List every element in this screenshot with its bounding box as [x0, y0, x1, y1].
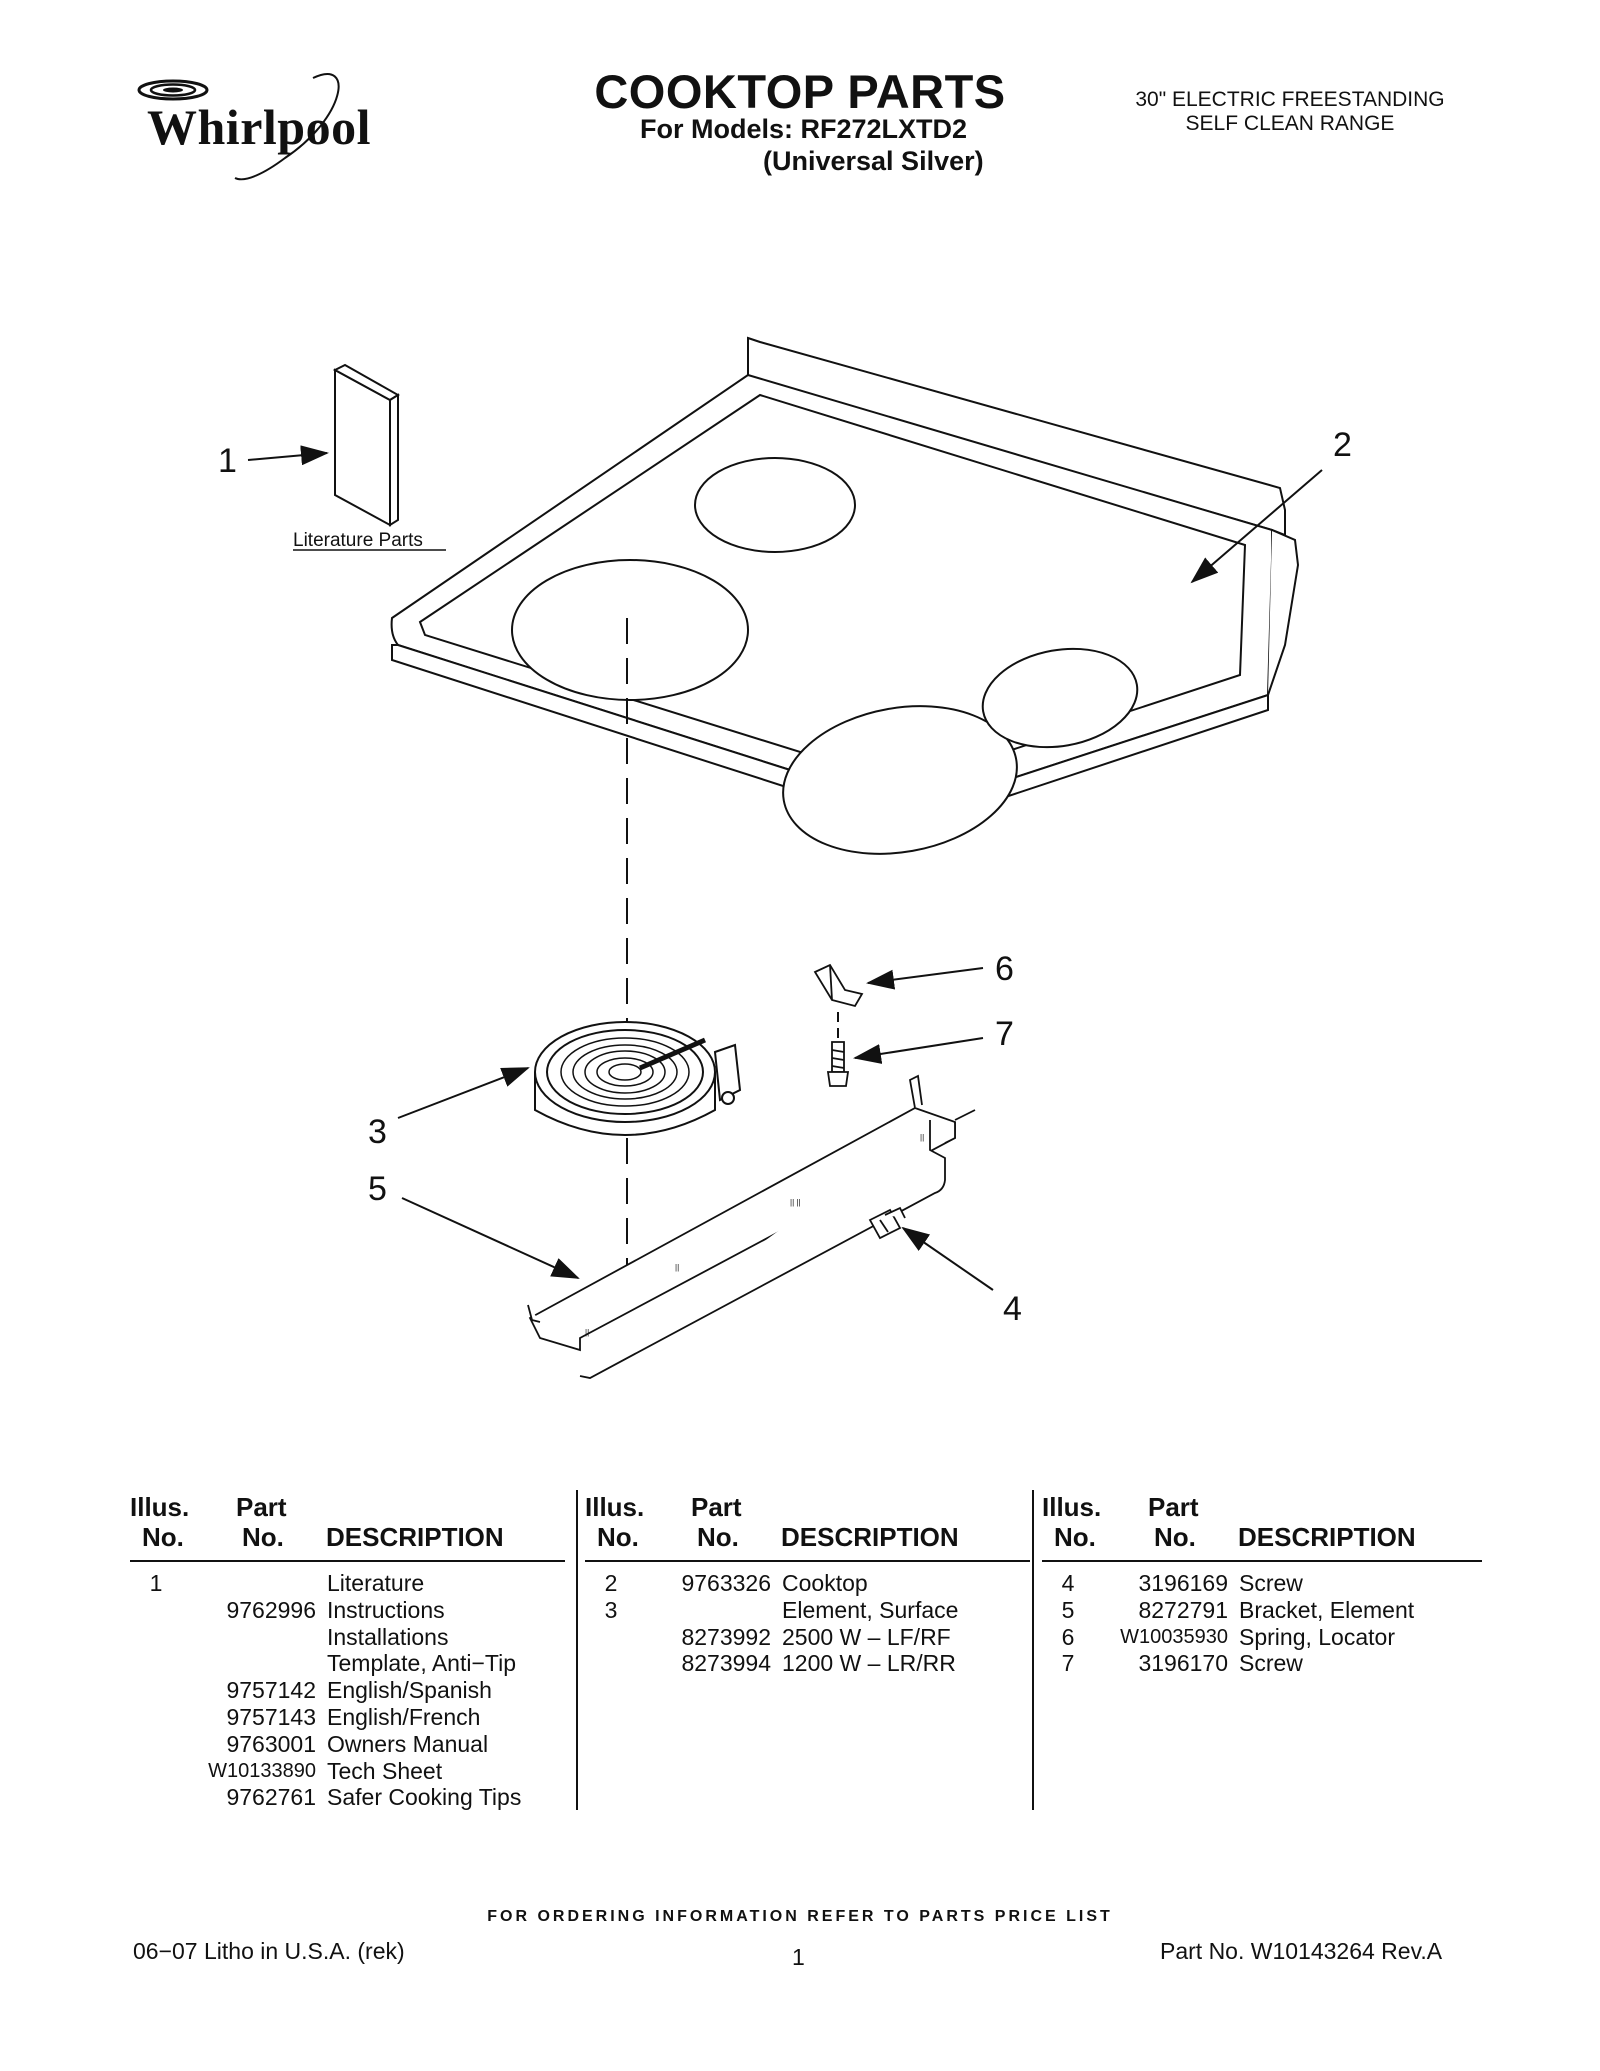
screw-7: [826, 1041, 850, 1087]
column-divider: [1032, 1490, 1034, 1810]
burner-right-front: [782, 705, 1018, 855]
callout-7: 7: [995, 1015, 1014, 1053]
locator-spring: [813, 963, 864, 1008]
svg-text:|| ||: || ||: [790, 1198, 801, 1207]
table-header: Illus. No. Part No. DESCRIPTION: [1042, 1490, 1482, 1562]
column-divider: [576, 1490, 578, 1810]
callout-3: 3: [368, 1113, 387, 1151]
burner-left-rear: [694, 457, 856, 553]
header-description: DESCRIPTION: [1238, 1522, 1416, 1552]
table-row: Template, Anti−Tip: [327, 1650, 516, 1677]
page-title: COOKTOP PARTS: [594, 65, 1006, 118]
literature-booklet: [332, 363, 400, 527]
header-part-no: No.: [242, 1522, 284, 1552]
element-bracket: || || || || ||: [527, 1074, 976, 1379]
table-header: Illus. No. Part No. DESCRIPTION: [585, 1490, 1030, 1562]
svg-text:||: ||: [675, 1263, 679, 1272]
header-part: Part: [1148, 1492, 1199, 1522]
brand-name: Whirlpool: [147, 99, 371, 155]
screw-4: [868, 1206, 906, 1240]
range-type-line2: SELF CLEAN RANGE: [1185, 112, 1395, 135]
range-type: 30" ELECTRIC FREESTANDING SELF CLEAN RAN…: [1100, 88, 1480, 136]
callout-4: 4: [1003, 1290, 1022, 1328]
header-part-no: No.: [1154, 1522, 1196, 1552]
header-part: Part: [691, 1492, 742, 1522]
header-part-no: No.: [697, 1522, 739, 1552]
page-number: 1: [792, 1944, 805, 1970]
cooktop-glass: [390, 336, 1300, 855]
models-line: For Models: RF272LXTD2: [640, 114, 968, 144]
table-row: Installations: [327, 1623, 449, 1650]
header-illus-no: No.: [597, 1522, 639, 1552]
header-illus: Illus.: [130, 1492, 190, 1522]
cooktop-diagram-svg: 1 Literature Parts 2: [218, 336, 1352, 1379]
ordering-note: FOR ORDERING INFORMATION REFER TO PARTS …: [487, 1908, 1113, 1925]
exploded-diagram: 1 Literature Parts 2: [0, 300, 1600, 1400]
callout-5: 5: [368, 1170, 387, 1208]
whirlpool-logo: Whirlpool: [125, 58, 385, 188]
literature-parts-label: Literature Parts: [293, 530, 423, 551]
header-description: DESCRIPTION: [781, 1522, 959, 1552]
color-line: (Universal Silver): [763, 146, 984, 176]
svg-text:||: ||: [585, 1328, 589, 1337]
whirlpool-swirl-icon: [137, 73, 340, 181]
header-illus-no: No.: [1054, 1522, 1096, 1552]
table-header: Illus. No. Part No. DESCRIPTION: [130, 1490, 565, 1562]
callout-1: 1: [218, 442, 237, 480]
document-part-number: Part No. W10143264 Rev.A: [1160, 1938, 1443, 1964]
burner-left-front: [511, 559, 749, 701]
burner-right-rear: [981, 647, 1139, 749]
header-illus: Illus.: [1042, 1492, 1102, 1522]
surface-element: [534, 1021, 742, 1136]
header-illus: Illus.: [585, 1492, 645, 1522]
litho-note: 06−07 Litho in U.S.A. (rek): [133, 1938, 405, 1964]
svg-text:||: ||: [920, 1133, 924, 1142]
header-description: DESCRIPTION: [326, 1522, 504, 1552]
callout-2: 2: [1333, 426, 1352, 464]
callout-6: 6: [995, 950, 1014, 988]
header-part: Part: [236, 1492, 287, 1522]
header-illus-no: No.: [142, 1522, 184, 1552]
range-type-line1: 30" ELECTRIC FREESTANDING: [1135, 88, 1445, 111]
